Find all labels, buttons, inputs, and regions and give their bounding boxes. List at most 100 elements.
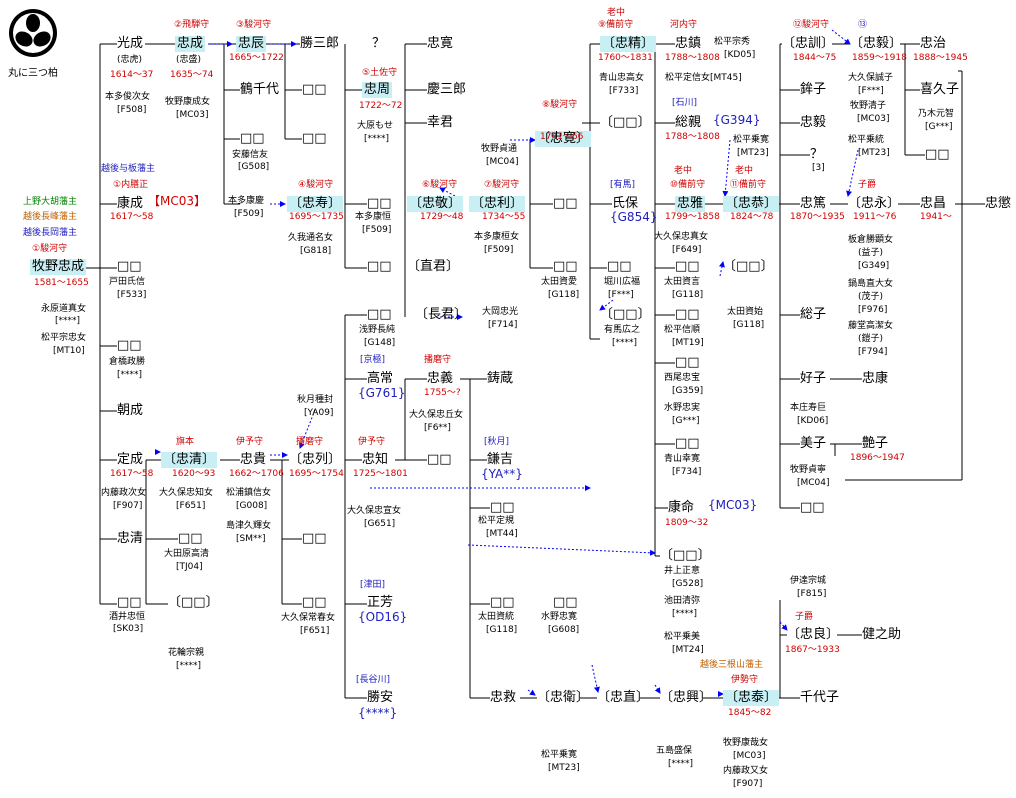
person-node: □□: [367, 307, 392, 322]
person-node: 〔□□〕: [723, 259, 774, 274]
person-node: □□: [800, 500, 825, 515]
annotation-label: 1695～1754: [289, 469, 344, 479]
annotation-label: 本多俊次女: [105, 92, 151, 102]
person-node: 牧野忠成: [30, 259, 87, 275]
annotation-label: 西尾忠宝: [664, 373, 701, 383]
person-node: 艶子: [862, 436, 889, 451]
annotation-label: {YA**}: [481, 467, 523, 481]
annotation-label: 松平信順: [664, 325, 701, 335]
annotation-label: 伊勢守: [731, 675, 759, 685]
annotation-label: 老中: [607, 8, 626, 18]
annotation-label: 1729～48: [420, 212, 464, 222]
person-node: 〔忠良〕: [787, 627, 840, 642]
person-node: 〔長君〕: [415, 307, 468, 322]
annotation-label: [KD06]: [797, 416, 829, 426]
person-node: 正芳: [367, 595, 394, 610]
crest-label: 丸に三つ柏: [8, 68, 58, 79]
annotation-label: 井上正意: [664, 566, 701, 576]
annotation-label: 松平乗寛: [541, 750, 578, 760]
annotation-label: [F649]: [672, 245, 702, 255]
annotation-label: 水野忠寛: [541, 612, 578, 622]
person-node: 鶴千代: [240, 82, 280, 97]
annotation-label: 倉橋政勝: [109, 357, 146, 367]
person-node: 〔直君〕: [407, 259, 460, 274]
annotation-label: ⑥駿河守: [422, 180, 458, 190]
person-node: □□: [117, 338, 142, 353]
three-oak-leaves-crest-icon: [8, 8, 58, 58]
person-node: 〔忠衛〕: [537, 690, 590, 705]
person-node: □□: [553, 595, 578, 610]
annotation-label: 1788～1808: [665, 132, 720, 142]
annotation-label: 太田資愛: [541, 277, 578, 287]
annotation-label: 松平定信女[MT45]: [665, 73, 742, 83]
annotation-label: 1614～37: [110, 70, 154, 80]
person-node: 美子: [800, 436, 827, 451]
person-node: 忠雅: [675, 196, 706, 212]
annotation-label: 1888～1945: [913, 53, 968, 63]
annotation-label: 永原道真女: [41, 304, 87, 314]
person-node: 〔忠訓〕: [782, 36, 835, 51]
annotation-label: [****]: [668, 759, 694, 769]
annotation-label: 1755～?: [424, 388, 461, 398]
annotation-label: 内藤政又女: [723, 766, 769, 776]
annotation-label: 旗本: [176, 437, 195, 447]
annotation-label: [G118]: [548, 290, 580, 300]
annotation-label: ⑨備前守: [598, 20, 634, 30]
adoption-arrow: [831, 29, 851, 45]
annotation-label: 1581～1655: [34, 278, 89, 288]
person-node: ？: [372, 36, 386, 51]
annotation-label: 太田資言: [664, 277, 701, 287]
annotation-label: 青山幸寛: [664, 454, 701, 464]
annotation-label: 1845～82: [728, 708, 772, 718]
annotation-label: 播磨守: [296, 437, 324, 447]
person-node: □□: [302, 82, 327, 97]
person-node: □□: [675, 355, 700, 370]
annotation-label: [津田]: [360, 580, 386, 590]
person-node: 好子: [800, 371, 827, 386]
person-node: □□: [675, 259, 700, 274]
person-node: □□: [490, 500, 515, 515]
annotation-label: 板倉勝顕女: [848, 235, 894, 245]
person-node: 千代子: [800, 690, 840, 705]
person-node: 忠辰: [236, 36, 267, 52]
annotation-label: 1859～1918: [852, 53, 907, 63]
annotation-label: [SK03]: [113, 624, 144, 634]
person-node: 鋳蔵: [487, 371, 514, 386]
annotation-label: 伊予守: [236, 437, 264, 447]
annotation-label: [MT10]: [53, 346, 85, 356]
annotation-label: ②飛騨守: [174, 20, 210, 30]
annotation-label: 1867～1933: [785, 645, 840, 655]
annotation-label: 播磨守: [424, 355, 452, 365]
adoption-arrow: [779, 621, 788, 631]
annotation-label: 内藤政次女: [101, 488, 147, 498]
annotation-label: 上野大胡藩主: [23, 197, 78, 207]
annotation-label: 伊予守: [358, 437, 386, 447]
person-node: 忠治: [920, 36, 947, 51]
person-node: 忠周: [362, 82, 393, 98]
annotation-label: 越後長岡藩主: [23, 228, 78, 238]
annotation-label: [MT19]: [672, 338, 704, 348]
annotation-label: [3]: [812, 163, 825, 173]
annotation-label: [F733]: [609, 86, 639, 96]
annotation-label: [****]: [117, 370, 143, 380]
person-node: 光成: [117, 36, 144, 51]
person-node: 勝安: [367, 690, 394, 705]
annotation-label: 牧野貞通: [481, 144, 518, 154]
annotation-label: 池田清弥: [664, 596, 701, 606]
annotation-label: 本多康桓女: [474, 232, 520, 242]
annotation-label: ⑫駿河守: [793, 20, 830, 30]
annotation-label: {G761}: [358, 386, 406, 400]
annotation-label: [****]: [672, 609, 698, 619]
person-node: □□: [553, 196, 578, 211]
annotation-label: [F***]: [608, 290, 634, 300]
annotation-label: [MC04]: [797, 478, 830, 488]
annotation-label: 牧野貞寧: [790, 465, 827, 475]
adoption-arrow: [527, 689, 536, 696]
annotation-label: [G118]: [733, 320, 765, 330]
person-node: □□: [607, 259, 632, 274]
annotation-label: [****]: [364, 134, 390, 144]
annotation-label: ⑪備前守: [730, 180, 767, 190]
annotation-label: 大久保忠丘女: [409, 410, 464, 420]
annotation-label: 1665～1722: [229, 53, 284, 63]
annotation-label: [F508]: [117, 105, 147, 115]
